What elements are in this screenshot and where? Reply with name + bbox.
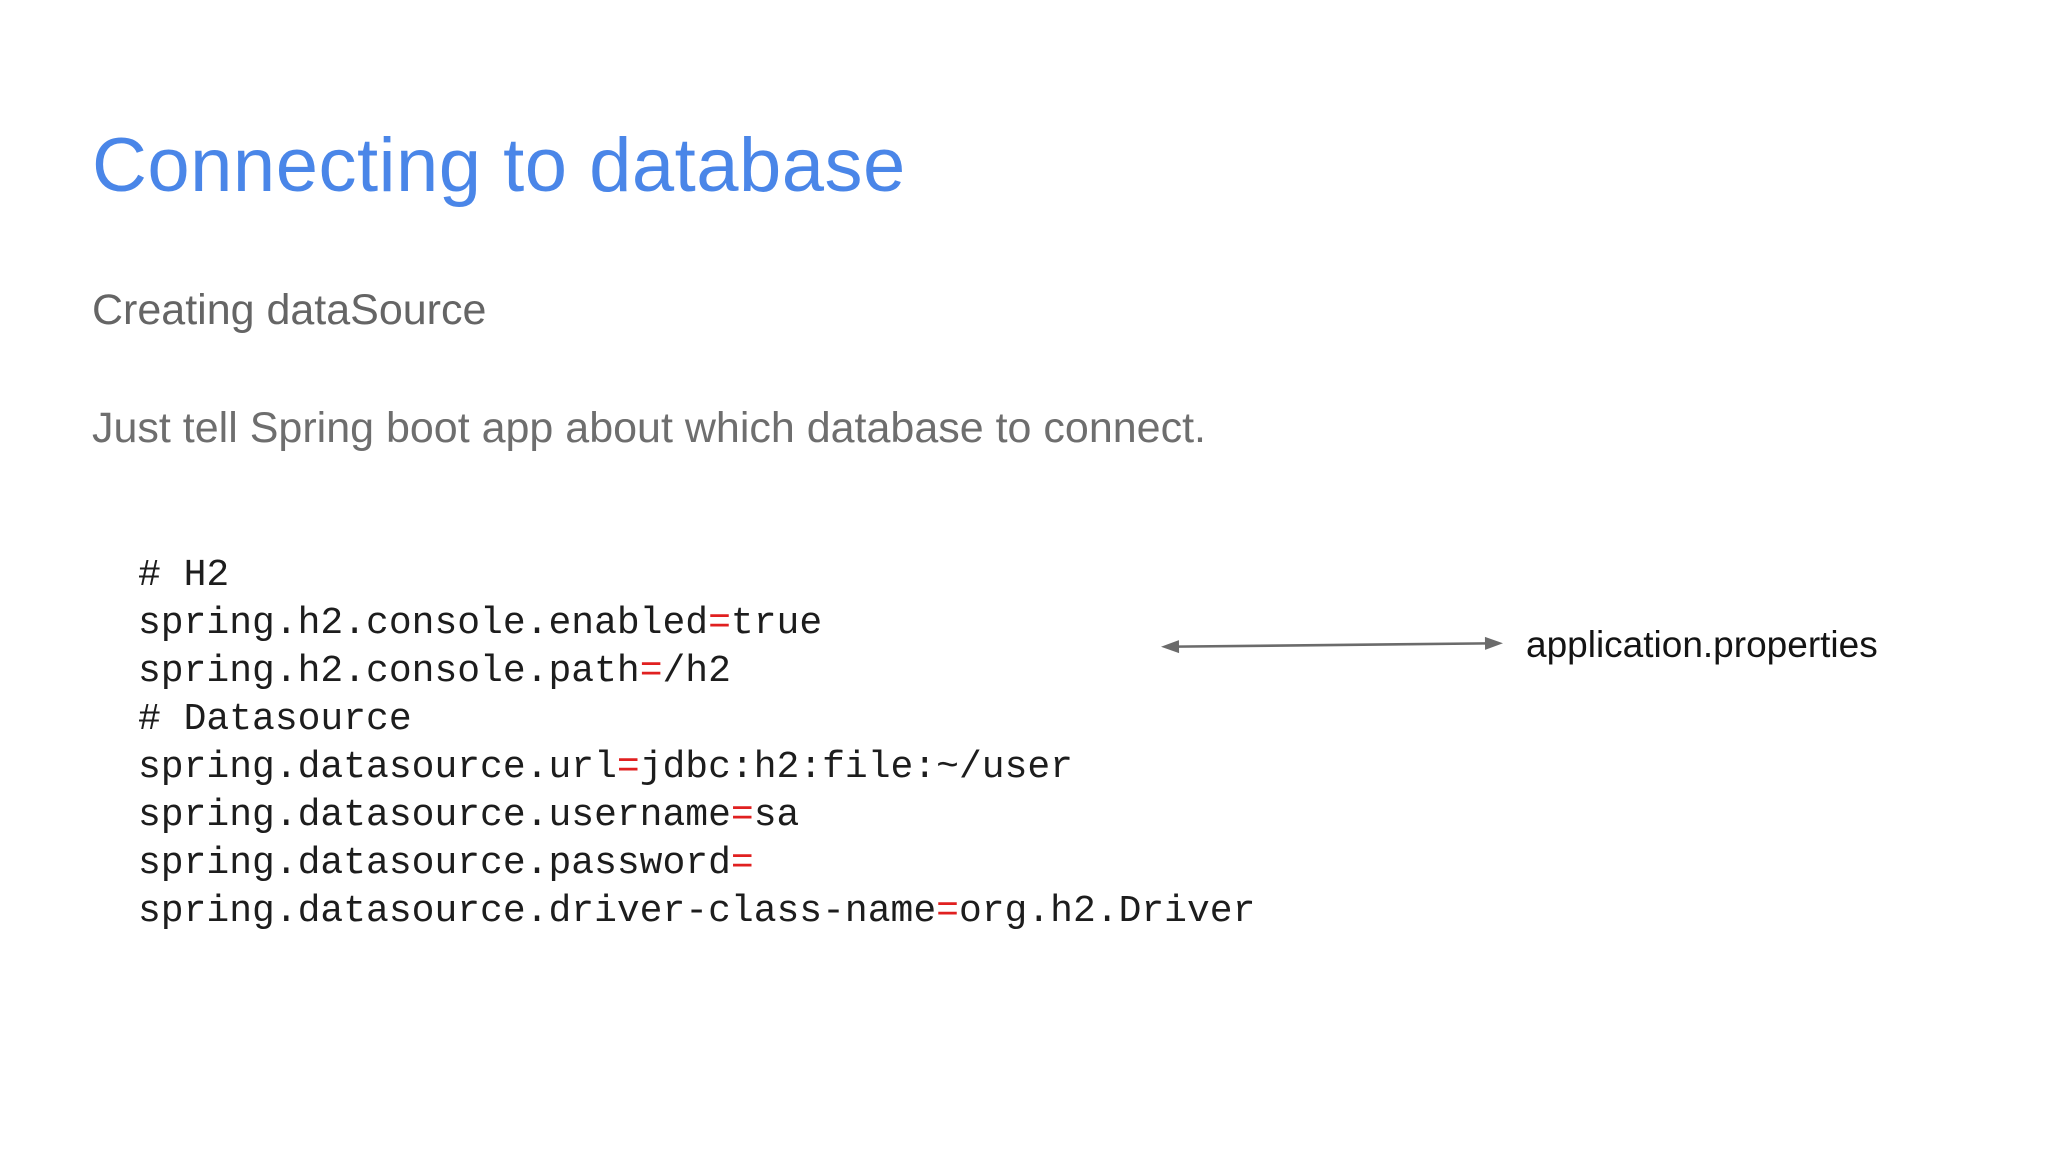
code-text: spring.datasource.username — [138, 794, 731, 837]
code-equals: = — [936, 890, 959, 933]
code-line: spring.datasource.username=sa — [138, 792, 1255, 840]
code-line: spring.h2.console.path=/h2 — [138, 648, 1255, 696]
code-line: # Datasource — [138, 696, 1255, 744]
code-text: true — [730, 602, 823, 645]
code-equals: = — [639, 650, 663, 693]
slide-title: Connecting to database — [92, 123, 906, 208]
code-line: # H2 — [138, 552, 1255, 600]
annotation-group: application.properties — [1160, 620, 1878, 670]
code-equals: = — [616, 746, 640, 789]
code-line: spring.datasource.driver-class-name=org.… — [138, 888, 1255, 936]
code-equals: = — [730, 842, 754, 885]
code-text: # H2 — [138, 554, 230, 597]
code-text: sa — [753, 794, 800, 837]
code-text: spring.datasource.driver-class-name — [138, 890, 937, 933]
code-text: /h2 — [662, 650, 731, 693]
code-text: spring.h2.console.enabled — [138, 602, 709, 645]
code-text: jdbc:h2:file:~/user — [639, 746, 1073, 789]
code-text: # Datasource — [138, 698, 412, 741]
code-equals: = — [708, 602, 731, 645]
body-text: Just tell Spring boot app about which da… — [92, 404, 1206, 452]
code-line: spring.datasource.url=jdbc:h2:file:~/use… — [138, 744, 1255, 792]
code-text: spring.datasource.password — [138, 842, 731, 885]
code-line: spring.datasource.password= — [138, 840, 1255, 888]
code-text: org.h2.Driver — [958, 890, 1256, 933]
code-line: spring.h2.console.enabled=true — [138, 600, 1255, 648]
code-equals: = — [730, 794, 754, 837]
code-text: spring.h2.console.path — [138, 650, 640, 693]
double-arrow-icon — [1160, 632, 1504, 658]
code-text: spring.datasource.url — [138, 746, 617, 789]
slide-subtitle: Creating dataSource — [92, 286, 487, 334]
annotation-label: application.properties — [1526, 624, 1878, 665]
